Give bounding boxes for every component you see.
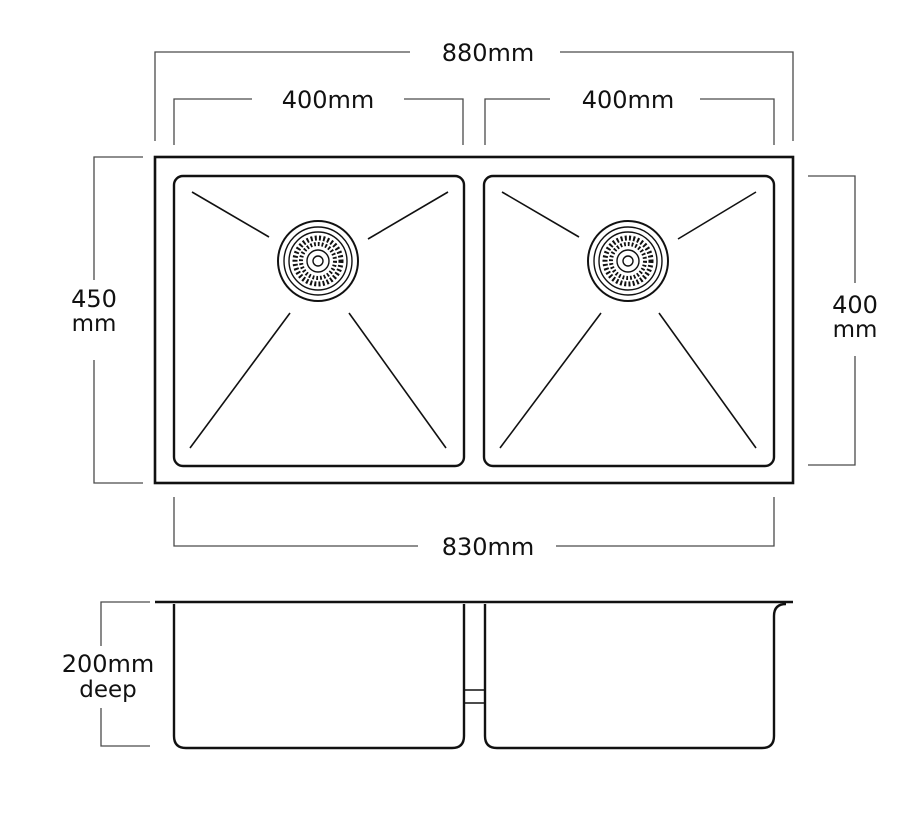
bowl-height-dimension: 200mm deep bbox=[62, 601, 155, 747]
drain-outer-ring bbox=[277, 220, 359, 302]
left-bowl-outline bbox=[172, 174, 466, 468]
bowl-height-line-bottom bbox=[100, 708, 150, 747]
drain-strainer-holes bbox=[292, 235, 344, 287]
drain-flange bbox=[593, 226, 663, 296]
right-bowl-drain-groove bbox=[499, 312, 602, 449]
drain-center-ring bbox=[306, 249, 330, 273]
right-bowl-width-dimension: 400mm bbox=[484, 86, 775, 145]
overall-depth-dimension: 450 mm bbox=[71, 156, 143, 484]
overall-depth-line-bottom bbox=[93, 360, 143, 484]
left-bowl-drain-groove bbox=[189, 312, 291, 449]
bowl-depth-line-bottom bbox=[808, 356, 856, 466]
overall-depth-value: 450 bbox=[71, 285, 117, 313]
cutout-width-line-left bbox=[173, 497, 418, 547]
sink-outer-rim bbox=[153, 155, 795, 485]
overall-depth-unit: mm bbox=[72, 311, 117, 337]
left-bowl-drain-groove bbox=[367, 191, 449, 240]
cutout-width-dimension: 830mm bbox=[173, 497, 775, 561]
cutout-width-line-right bbox=[556, 497, 775, 547]
drain-center bbox=[312, 255, 324, 267]
drain-strainer-holes bbox=[609, 242, 647, 280]
right-bowl-drain-groove bbox=[677, 191, 757, 240]
left-bowl-width-label: 400mm bbox=[282, 86, 375, 114]
right-bowl-width-line-left bbox=[484, 98, 550, 145]
drain-center bbox=[622, 255, 634, 267]
drain-strainer-holes bbox=[602, 235, 654, 287]
bowl-height-value: 200mm bbox=[62, 650, 155, 678]
overall-width-line-left bbox=[154, 51, 410, 141]
right-bowl-drain-groove bbox=[501, 191, 580, 238]
overall-width-line-right bbox=[560, 51, 794, 141]
drain-center-ring bbox=[616, 249, 640, 273]
bowl-depth-value: 400 bbox=[832, 291, 878, 319]
overall-depth-line-top bbox=[93, 156, 143, 280]
drain-basket-rim bbox=[598, 231, 658, 291]
right-bowl-width-line-right bbox=[700, 98, 775, 145]
right-bowl bbox=[482, 174, 776, 468]
side-view-left-bowl bbox=[172, 604, 466, 750]
left-bowl-drain-groove bbox=[191, 191, 270, 238]
bowl-depth-unit: mm bbox=[833, 317, 878, 343]
left-bowl-width-line-right bbox=[404, 98, 464, 145]
drain-flange bbox=[283, 226, 353, 296]
overall-width-dimension: 880mm bbox=[154, 39, 794, 141]
left-bowl-width-dimension: 400mm bbox=[173, 86, 464, 145]
right-bowl-width-label: 400mm bbox=[582, 86, 675, 114]
left-bowl-drain-groove bbox=[348, 312, 447, 449]
cutout-width-label: 830mm bbox=[442, 533, 535, 561]
drain-basket-rim bbox=[288, 231, 348, 291]
side-view-right-bowl bbox=[483, 602, 787, 750]
sink-side-view bbox=[155, 600, 793, 750]
right-bowl-drain-groove bbox=[658, 312, 757, 449]
bowl-depth-line-top bbox=[808, 175, 856, 283]
drain-strainer-holes bbox=[299, 242, 337, 280]
right-bowl-outline bbox=[482, 174, 776, 468]
bowl-height-unit: deep bbox=[79, 677, 137, 703]
bowl-height-line-top bbox=[100, 601, 150, 646]
left-drain-waste-icon bbox=[277, 220, 359, 302]
left-bowl-width-line-left bbox=[173, 98, 252, 145]
overall-width-label: 880mm bbox=[442, 39, 535, 67]
left-bowl bbox=[172, 174, 466, 468]
drain-outer-ring bbox=[587, 220, 669, 302]
bowl-depth-dimension: 400 mm bbox=[808, 175, 878, 466]
sink-plan-view bbox=[153, 155, 795, 485]
right-drain-waste-icon bbox=[587, 220, 669, 302]
